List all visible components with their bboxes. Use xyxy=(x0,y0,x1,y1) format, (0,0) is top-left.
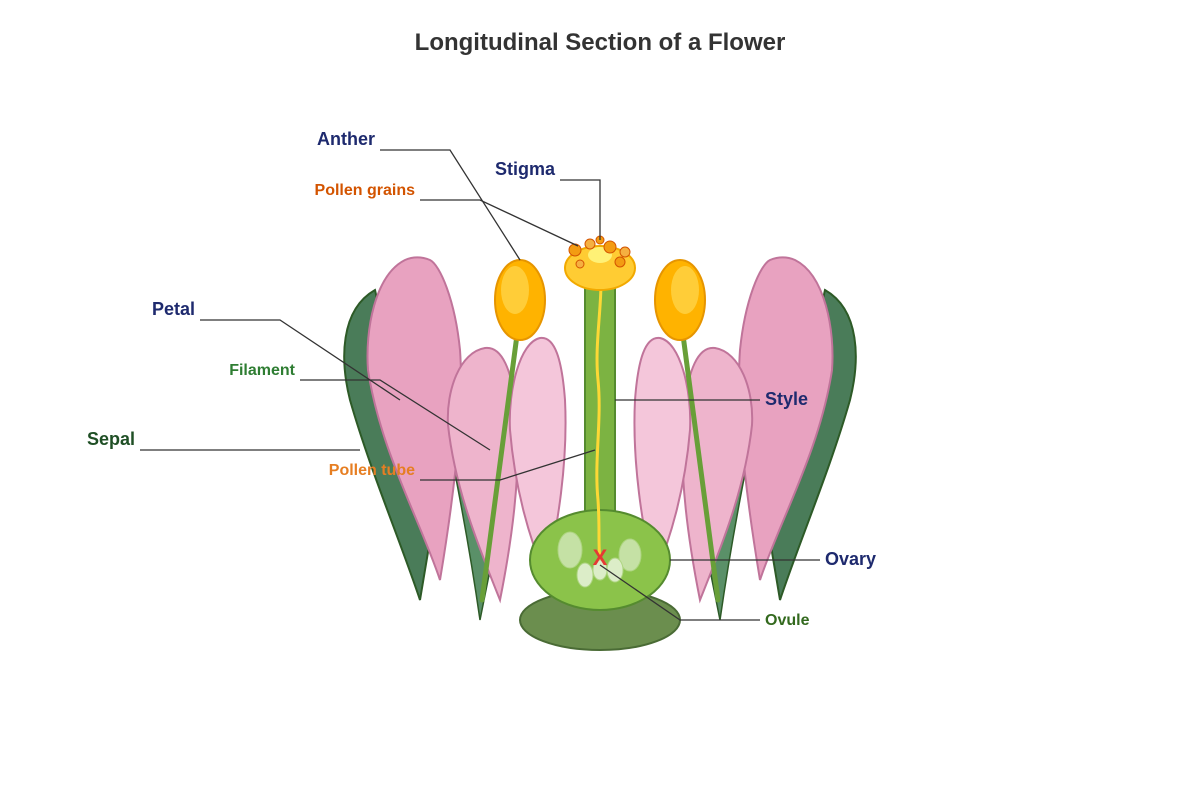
filament-right xyxy=(680,332,721,603)
petal-outer-right xyxy=(738,256,834,581)
leader-line-petal xyxy=(200,319,401,401)
label-stigma: Stigma xyxy=(495,159,556,179)
label-filament: Filament xyxy=(229,362,295,379)
label-pollen-tube: Pollen tube xyxy=(329,462,415,479)
label-style: Style xyxy=(765,389,808,409)
ovule-2 xyxy=(618,538,642,572)
pollen-grain xyxy=(619,246,631,258)
filament-left xyxy=(479,332,520,603)
ovule-1 xyxy=(557,531,583,569)
fertilization-mark: X xyxy=(593,545,608,570)
leader-line-stigma xyxy=(560,179,601,240)
label-sepal: Sepal xyxy=(87,429,135,449)
leader-line-pollen-tube xyxy=(420,449,596,481)
label-anther: Anther xyxy=(317,129,375,149)
anther-right-highlight xyxy=(671,266,699,314)
anther-left-highlight xyxy=(501,266,529,314)
label-ovary: Ovary xyxy=(825,549,876,569)
leader-line-anther xyxy=(380,149,521,261)
pollen-grain xyxy=(568,243,582,257)
pollen-grain xyxy=(584,238,596,250)
leader-line-ovule xyxy=(599,564,760,621)
petal-outer-left xyxy=(366,256,462,581)
leader-line-filament xyxy=(300,379,491,451)
label-petal: Petal xyxy=(152,299,195,319)
label-ovule: Ovule xyxy=(765,612,810,629)
pollen-grain xyxy=(575,259,585,269)
pollen-grain xyxy=(614,256,626,268)
pollen-grain xyxy=(603,240,617,254)
pollen-tube xyxy=(595,261,603,561)
diagram-title: Longitudinal Section of a Flower xyxy=(415,29,786,56)
leader-line-pollen-grains xyxy=(420,199,579,247)
label-pollen-grains: Pollen grains xyxy=(315,182,416,199)
ovule-3 xyxy=(576,562,594,588)
stigma xyxy=(564,245,636,291)
